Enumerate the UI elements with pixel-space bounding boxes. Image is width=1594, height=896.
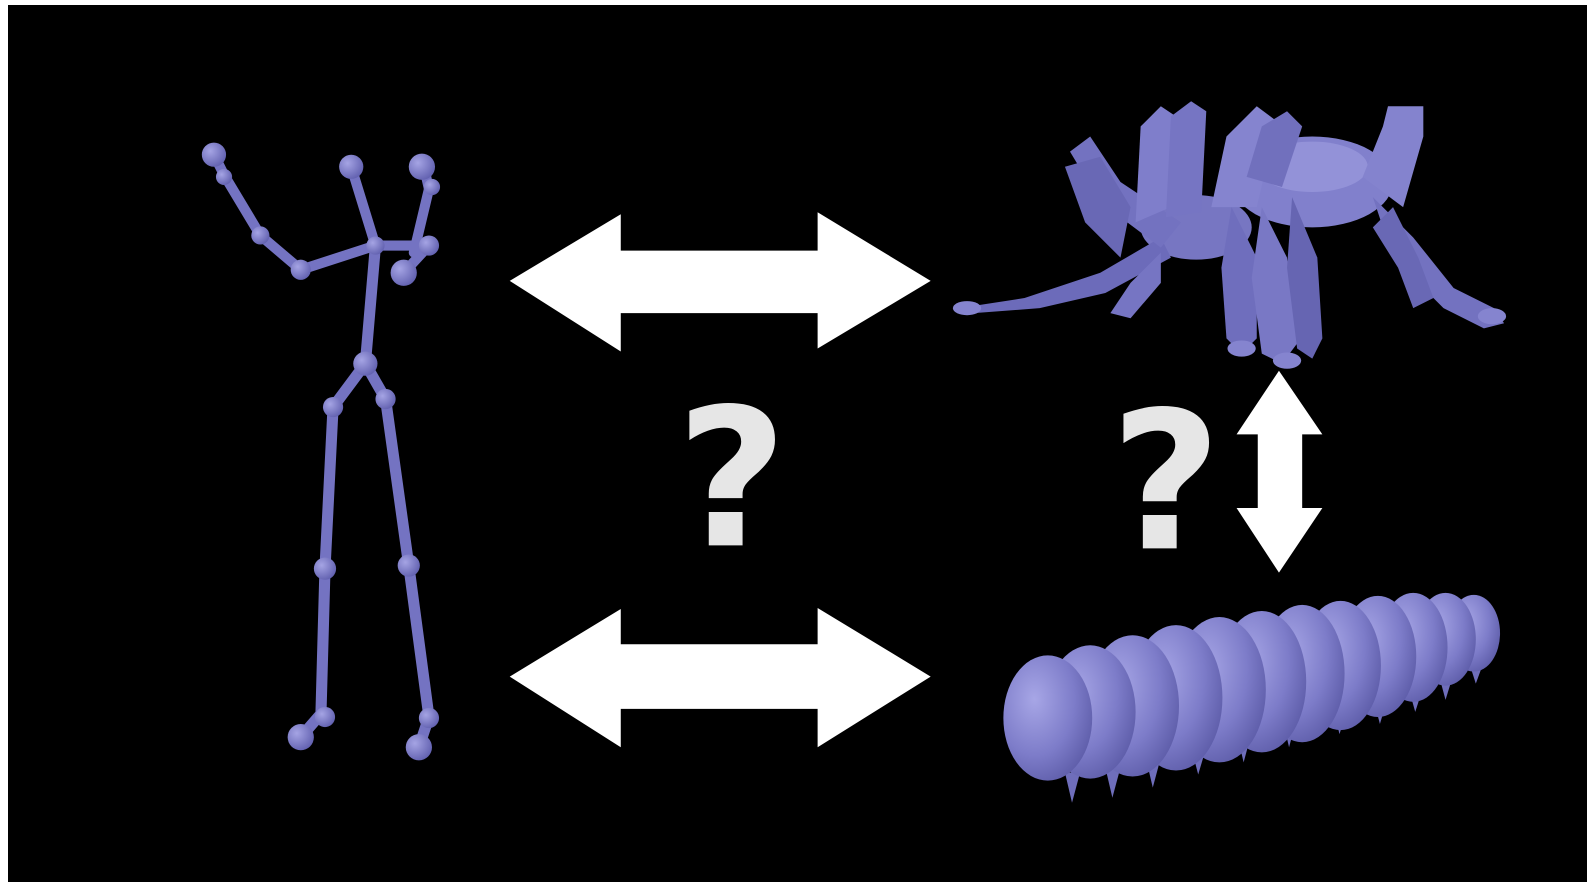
joint-pelvis — [353, 352, 377, 376]
joint-right-elbow — [419, 235, 439, 255]
joint-right-knee — [398, 554, 420, 576]
joint-right-foot — [406, 734, 432, 760]
joint-left-hip — [323, 397, 343, 417]
joint-right-ankle — [419, 708, 439, 728]
larva-creature — [1003, 593, 1500, 803]
joint-left-knee — [314, 557, 336, 579]
spider-leg-3 — [1065, 157, 1131, 258]
neck-bone — [351, 167, 375, 246]
right-double-arrow — [1237, 371, 1323, 573]
left-upper-arm — [301, 246, 376, 270]
left-thigh — [325, 407, 333, 569]
joint-head — [339, 155, 363, 179]
spider-foot-2 — [1273, 353, 1301, 369]
larva-leg — [1065, 773, 1080, 803]
question-mark-center: ? — [676, 368, 787, 591]
joint-left-wrist — [216, 169, 232, 185]
left-shin — [321, 569, 325, 714]
joint-neck — [366, 236, 384, 254]
right-thigh — [386, 399, 409, 566]
humanoid-skeleton — [214, 155, 429, 748]
left-forearm — [224, 175, 260, 236]
joint-right-wrist — [424, 179, 440, 195]
video-frame: ? ? — [8, 5, 1587, 882]
spider-leg-5 — [1166, 101, 1206, 217]
top-double-arrow — [510, 212, 931, 351]
joint-left-hand — [202, 143, 226, 167]
spine-bone — [365, 246, 375, 364]
question-mark-right: ? — [1110, 371, 1221, 594]
joint-left-elbow — [251, 226, 269, 244]
joint-left-foot — [288, 724, 314, 750]
joint-right-hip — [375, 389, 395, 409]
diagram-canvas: ? ? — [8, 5, 1587, 882]
joint-right-hand — [409, 154, 435, 180]
bottom-double-arrow — [510, 608, 931, 747]
joint-left-shoulder — [291, 260, 311, 280]
larva-head — [1003, 655, 1092, 780]
spider-foot-4 — [953, 301, 981, 315]
spider-foot-1 — [1227, 340, 1255, 356]
joint-right-fist — [391, 260, 417, 286]
joint-left-ankle — [315, 707, 335, 727]
spider-creature — [953, 101, 1506, 369]
spider-foot-3 — [1478, 308, 1506, 324]
right-shin — [409, 566, 429, 717]
